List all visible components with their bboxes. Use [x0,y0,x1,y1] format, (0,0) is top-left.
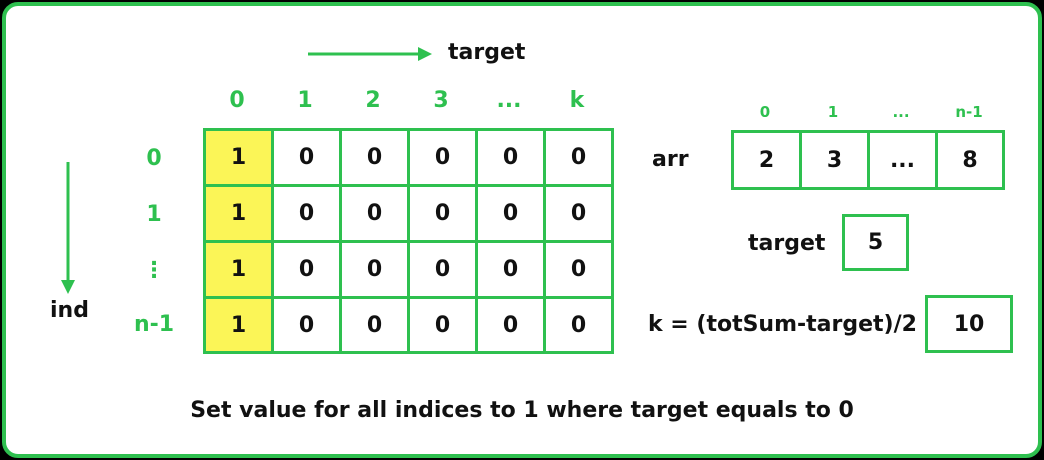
arr-cell: ... [867,130,938,190]
dp-cell: 0 [475,240,546,299]
dp-cell: 0 [543,184,614,243]
side-arrow-label: ind [50,298,89,323]
row-header: n-1 [133,312,175,337]
dp-cell: 1 [203,184,274,243]
dp-cell: 0 [271,184,342,243]
dp-cell: 0 [475,128,546,187]
k-formula-label: k = (totSum-target)/2 [648,312,917,337]
arr-cell: 2 [731,130,802,190]
dp-cell: 0 [339,240,410,299]
row-header: ⋮ [143,258,165,283]
dp-cell: 0 [339,128,410,187]
column-header: 3 [433,88,449,113]
top-arrow-label: target [448,40,526,65]
column-header: 1 [297,88,313,113]
down-arrow-icon [61,162,75,294]
caption: Set value for all indices to 1 where tar… [190,398,854,423]
column-header: 0 [229,88,245,113]
column-header: 2 [365,88,381,113]
dp-cell: 1 [203,296,274,354]
target-value-box: 5 [842,214,909,271]
dp-cell: 0 [475,296,546,354]
dp-cell: 0 [271,240,342,299]
dp-cell: 0 [271,296,342,354]
arr-cell: 3 [799,130,870,190]
arr-index-label: 1 [827,103,839,121]
arr-cell: 8 [935,130,1005,190]
dp-cell: 0 [271,128,342,187]
dp-cell: 0 [407,296,478,354]
dp-cell: 0 [543,296,614,354]
dp-cell: 0 [339,184,410,243]
right-arrow-icon [308,47,432,61]
dp-cell: 0 [339,296,410,354]
column-header: k [569,88,585,113]
row-header: 0 [146,146,162,171]
dp-cell: 0 [407,128,478,187]
k-value-box: 10 [925,295,1013,353]
arr-label: arr [652,147,689,172]
dp-cell: 0 [407,240,478,299]
row-header: 1 [146,202,162,227]
arr-index-label: 0 [759,103,771,121]
column-header: ... [496,88,522,113]
arr-index-label: n-1 [955,103,983,121]
dp-cell: 0 [407,184,478,243]
arr-index-label: ... [892,103,910,121]
dp-cell: 1 [203,240,274,299]
dp-cell: 1 [203,128,274,187]
dp-cell: 0 [543,128,614,187]
target-label: target [748,231,826,256]
dp-cell: 0 [475,184,546,243]
dp-cell: 0 [543,240,614,299]
